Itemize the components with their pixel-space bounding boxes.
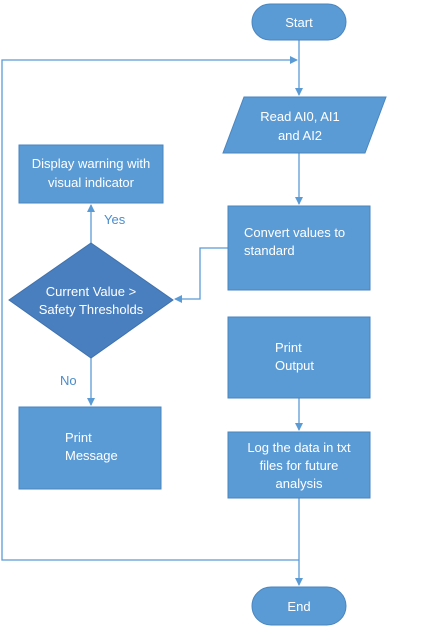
threshold-decision-label-line1: Current Value > [46, 284, 136, 299]
end-terminator [251, 586, 347, 626]
edge-loop-back [1, 56, 299, 561]
log-data-label-line2: files for future [260, 458, 339, 473]
read-inputs-node [222, 96, 387, 154]
start-label: Start [285, 15, 313, 30]
print-message-label-line2: Message [65, 448, 118, 463]
start-terminator [251, 3, 347, 41]
read-inputs-label-line1: Read AI0, AI1 [260, 109, 340, 124]
print-output-node [227, 316, 371, 399]
read-inputs-label-line2: and AI2 [278, 128, 322, 143]
print-output-label-line2: Output [275, 358, 314, 373]
convert-values-node [227, 205, 371, 291]
display-warning-label-line2: visual indicator [48, 175, 135, 190]
print-message-node [18, 406, 162, 490]
display-warning-node [18, 144, 164, 204]
edge-convert-to-decision [174, 247, 228, 303]
edge-label-no: No [60, 373, 77, 388]
convert-values-label-line2: standard [244, 243, 295, 258]
print-output-label-line1: Print [275, 340, 302, 355]
convert-values-label-line1: Convert values to [244, 225, 345, 240]
threshold-decision-node [8, 242, 174, 359]
print-message-label-line1: Print [65, 430, 92, 445]
edge-label-yes: Yes [104, 212, 126, 227]
connectors [1, 40, 303, 586]
log-data-label-line1: Log the data in txt [247, 440, 351, 455]
end-label: End [287, 599, 310, 614]
display-warning-label-line1: Display warning with [32, 156, 151, 171]
log-data-node [227, 431, 371, 499]
threshold-decision-label-line2: Safety Thresholds [39, 302, 144, 317]
log-data-label-line3: analysis [276, 476, 323, 491]
